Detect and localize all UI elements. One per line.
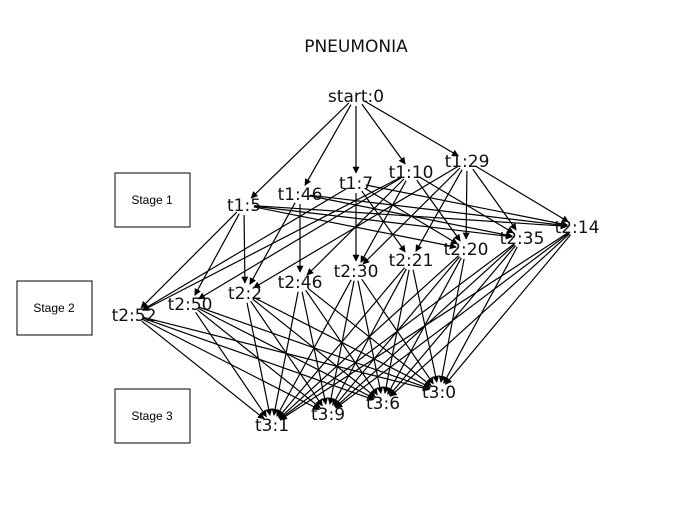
edge-t1-29-to-t2-20 — [462, 170, 470, 240]
node-t3-6: t3:6 — [366, 394, 400, 414]
node-t1-46: t1:46 — [278, 185, 323, 205]
edge-t1-29-to-t2-21 — [415, 169, 463, 252]
edge-t2-14-to-t3-9 — [335, 232, 570, 409]
edge-start-to-t1-5 — [250, 102, 350, 199]
node-t3-9: t3:9 — [311, 405, 345, 425]
edge-t2-30-to-t3-1 — [276, 279, 352, 417]
edge-t2-50-to-t3-1 — [195, 311, 267, 418]
edge-t1-10-to-t2-52 — [142, 176, 403, 311]
edge-t1-29-to-t2-14 — [475, 165, 569, 223]
edge-t2-21-to-t3-1 — [277, 267, 406, 418]
stage-3-label: Stage 3 — [131, 409, 173, 423]
node-t2-14: t2:14 — [555, 218, 600, 238]
edge-t2-52-to-t3-1 — [141, 320, 265, 420]
edge-t2-14-to-t3-6 — [389, 233, 571, 397]
edge-t2-2-to-t3-1 — [246, 302, 273, 416]
edge-t1-29-to-t2-35 — [472, 168, 517, 231]
edge-layer — [140, 100, 572, 421]
diagram-title: PNEUMONIA — [304, 37, 408, 57]
edge-t1-29-to-t2-30 — [362, 167, 461, 265]
edge-t1-10-to-t2-30 — [360, 180, 407, 263]
node-layer: start:0 t1:5 t1:46 t1:7 t1:10 t1:29 t2:5… — [112, 87, 600, 436]
node-t2-30: t2:30 — [334, 262, 379, 282]
edge-start-to-t1-29 — [364, 100, 460, 157]
edge-t1-5-to-t2-52 — [140, 211, 238, 309]
edge-t1-7-to-t2-52 — [141, 187, 348, 311]
node-t2-21: t2:21 — [389, 251, 434, 271]
edge-t2-14-to-t3-0 — [444, 234, 572, 385]
node-t2-46: t2:46 — [278, 273, 323, 293]
stage-1-box: Stage 1 — [114, 172, 191, 228]
node-t1-7: t1:7 — [339, 174, 373, 194]
stage-3-box: Stage 3 — [114, 388, 191, 444]
edge-t2-35-to-t3-1 — [279, 243, 515, 420]
node-t2-35: t2:35 — [500, 229, 545, 249]
edge-t1-29-to-t2-2 — [252, 165, 459, 289]
stage-2-label: Stage 2 — [33, 301, 75, 315]
node-t2-20: t2:20 — [444, 240, 489, 260]
stage-2-box: Stage 2 — [16, 280, 93, 336]
node-t2-2: t2:2 — [228, 284, 262, 304]
node-t2-50: t2:50 — [168, 295, 213, 315]
edge-t1-5-to-t2-50 — [194, 213, 240, 296]
edge-t2-20-to-t3-1 — [278, 255, 460, 419]
node-t1-29: t1:29 — [445, 152, 490, 172]
node-t1-5: t1:5 — [227, 196, 261, 216]
stage-1-label: Stage 1 — [131, 193, 173, 207]
node-start-0: start:0 — [328, 87, 384, 107]
edge-t2-46-to-t3-1 — [271, 291, 299, 416]
edge-start-to-t1-46 — [304, 104, 352, 186]
edge-t1-10-to-t2-50 — [197, 176, 403, 300]
node-t1-10: t1:10 — [389, 163, 434, 183]
edge-t2-14-to-t3-1 — [279, 231, 569, 421]
node-t2-52: t2:52 — [112, 306, 157, 326]
node-t3-1: t3:1 — [255, 416, 289, 436]
edge-start-to-t1-10 — [361, 103, 406, 165]
node-t3-0: t3:0 — [422, 383, 456, 403]
